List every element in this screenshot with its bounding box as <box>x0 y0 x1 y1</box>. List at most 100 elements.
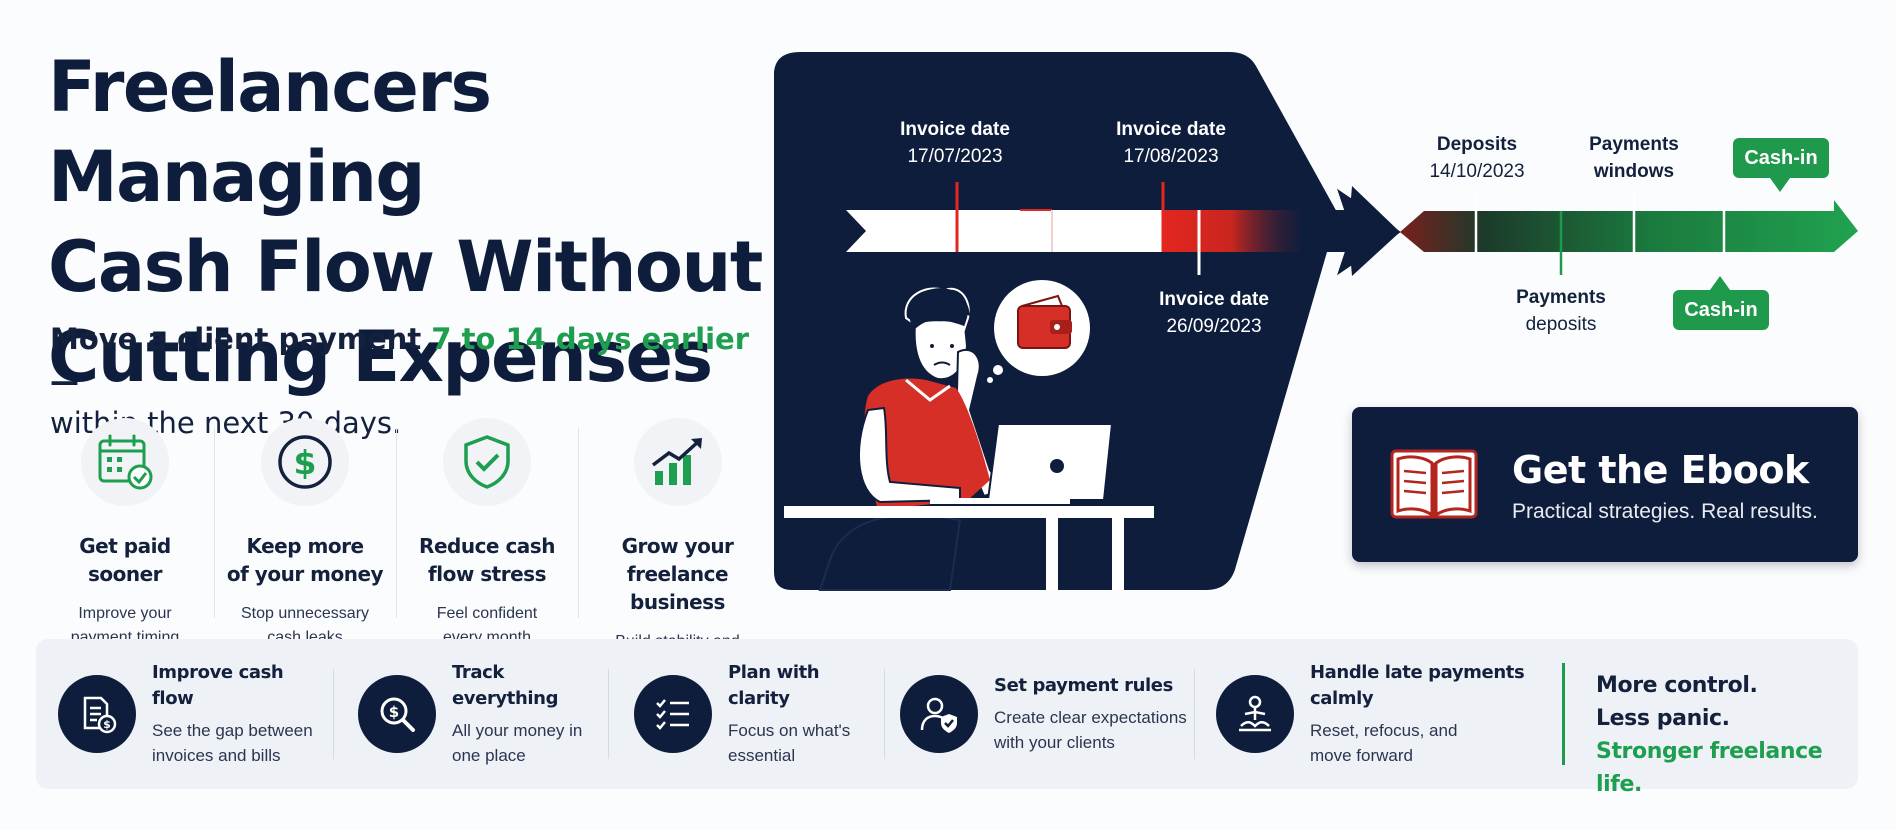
benefit-sub: Improve your <box>78 605 172 622</box>
tip-plan-clarity: Plan with clarity Focus on what's essenti… <box>634 639 874 789</box>
benefit-title: Keep more <box>246 534 364 558</box>
timeline-bar-white <box>846 210 1166 252</box>
cash-in-tag-bottom: Cash-in <box>1673 290 1769 330</box>
timeline-bar-green <box>1400 200 1858 252</box>
benefit-title: Grow your <box>621 534 734 558</box>
label-date: 17/07/2023 <box>907 146 1003 167</box>
tip-improve-cash-flow: $ Improve cash flow See the gap between i… <box>58 639 320 789</box>
tip-sub: invoices and bills <box>152 746 281 765</box>
tip-sub: Focus on what's <box>728 721 851 740</box>
tip-sub: move forward <box>1310 746 1413 765</box>
cash-in-tag-top: Cash-in <box>1733 138 1829 178</box>
deposits-label: Deposits 14/10/2023 <box>1412 131 1542 185</box>
svg-text:$: $ <box>389 703 399 721</box>
benefit-title: flow stress <box>428 562 546 586</box>
payments-windows-label: Payments windows <box>1576 131 1692 185</box>
invoice-date-label-1: Invoice date 17/07/2023 <box>890 116 1020 170</box>
label-title: Deposits <box>1436 134 1518 155</box>
title-line: Cash Flow Without <box>48 226 763 308</box>
benefit-sub: Stop unnecessary <box>240 605 370 622</box>
get-ebook-button[interactable]: Get the Ebook Practical strategies. Real… <box>1352 407 1858 562</box>
svg-text:$: $ <box>294 443 317 482</box>
tip-title: Improve cash flow <box>152 662 284 709</box>
timeline-bar-red <box>1164 210 1314 252</box>
divider <box>214 428 215 618</box>
benefit-title: of your money <box>226 562 384 586</box>
label-date: 14/10/2023 <box>1429 161 1525 182</box>
benefit-title: Get paid <box>79 534 171 558</box>
tip-sub: All your money in <box>452 721 583 740</box>
tip-title: Plan with clarity <box>728 662 820 709</box>
wallet-icon <box>987 280 1090 383</box>
benefit-title: Reduce cash <box>419 534 555 558</box>
shield-check-icon <box>443 418 531 506</box>
page-title: Freelancers Managing Cash Flow Without C… <box>48 42 848 402</box>
growth-chart-icon <box>633 418 722 506</box>
tip-title: calmly <box>1310 688 1374 709</box>
label-sub: windows <box>1593 161 1675 182</box>
divider <box>396 428 397 618</box>
dollar-circle-icon: $ <box>261 418 349 506</box>
benefit-title: sooner <box>87 562 163 586</box>
tip-title: Track everything <box>452 662 559 709</box>
invoice-date-label-2: Invoice date 17/08/2023 <box>1106 116 1236 170</box>
tip-sub: with your clients <box>994 733 1115 752</box>
meditation-icon <box>1216 675 1294 753</box>
closing-accent-bar <box>1562 663 1565 765</box>
tip-payment-rules: Set payment rules Create clear expectati… <box>900 639 1200 789</box>
subhead-text: Move a client payment <box>50 322 432 356</box>
benefit-title: freelance business <box>626 562 729 614</box>
label-date: 26/09/2023 <box>1166 316 1262 337</box>
label-title: Payments <box>1589 134 1679 155</box>
tip-title: Set payment rules <box>994 675 1173 696</box>
divider <box>608 669 609 759</box>
label-sub: deposits <box>1525 314 1597 335</box>
invoice-date-label-3: Invoice date 26/09/2023 <box>1149 286 1279 340</box>
divider <box>884 669 885 759</box>
tip-title: Handle late payments <box>1310 662 1525 683</box>
ebook-subtitle: Practical strategies. Real results. <box>1512 499 1818 523</box>
divider <box>333 669 334 759</box>
title-line: Freelancers Managing <box>48 46 492 218</box>
label-title: Payments <box>1516 287 1606 308</box>
ebook-title: Get the Ebook <box>1512 447 1809 492</box>
cashin-tag-tail <box>1770 178 1790 192</box>
arrow-head <box>1300 186 1400 276</box>
closing-line: More control. <box>1596 673 1758 698</box>
tip-sub: See the gap between <box>152 721 313 740</box>
tip-sub: Reset, refocus, and <box>1310 721 1458 740</box>
calendar-check-icon <box>81 418 169 506</box>
benefit-sub: Feel confident <box>436 605 538 622</box>
tip-sub: one place <box>452 746 526 765</box>
subhead-highlight: 7 to 14 days earlier <box>431 322 749 356</box>
payments-deposits-label: Payments deposits <box>1504 284 1618 338</box>
checklist-icon <box>634 675 712 753</box>
subhead-dash: — <box>50 364 79 398</box>
svg-text:$: $ <box>103 718 111 731</box>
open-book-icon <box>1390 449 1478 518</box>
cashin-tag-tail <box>1710 276 1730 290</box>
tip-late-payments: Handle late payments calmly Reset, refocu… <box>1216 639 1536 789</box>
label-title: Invoice date <box>900 119 1010 140</box>
divider <box>578 428 579 618</box>
document-dollar-icon: $ <box>58 675 136 753</box>
magnifier-dollar-icon: $ <box>358 675 436 753</box>
arrow-head-inner <box>1337 188 1401 276</box>
closing-line-highlight: Stronger freelance life. <box>1596 739 1823 797</box>
label-title: Invoice date <box>1159 289 1269 310</box>
benefit-keep-more-money: $ Keep more of your money Stop unnecessar… <box>216 418 394 646</box>
label-date: 17/08/2023 <box>1123 146 1219 167</box>
divider <box>1194 669 1195 759</box>
tips-strip: $ Improve cash flow See the gap between i… <box>36 639 1858 797</box>
user-shield-icon <box>900 675 978 753</box>
closing-line: Less panic. <box>1596 706 1730 731</box>
title-line: Cutting Expenses <box>48 316 713 398</box>
tip-sub: essential <box>728 746 796 765</box>
closing-statement: More control. Less panic. Stronger freel… <box>1596 669 1856 801</box>
label-title: Invoice date <box>1116 119 1226 140</box>
tip-track-everything: $ Track everything All your money in one … <box>358 639 598 789</box>
tip-sub: Create clear expectations <box>994 708 1187 727</box>
